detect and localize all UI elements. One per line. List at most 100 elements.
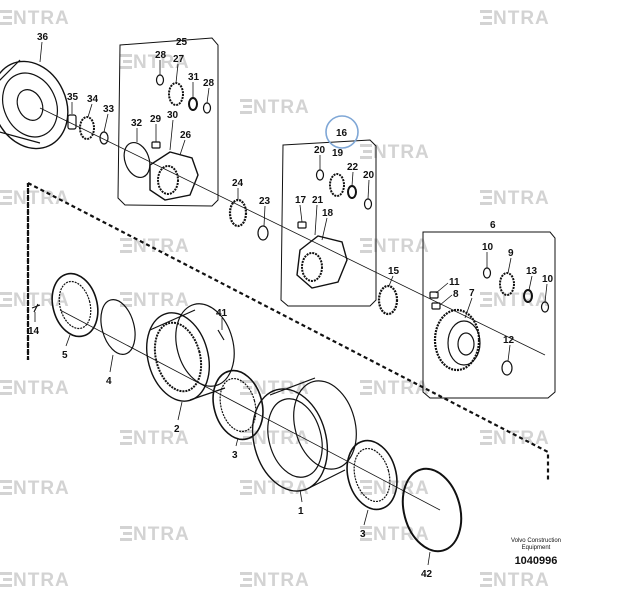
watermark-e-glyph — [0, 292, 12, 307]
watermark-e-glyph — [480, 572, 492, 587]
label-14[interactable]: 14 — [28, 326, 40, 337]
drawing-code: 1040996 — [514, 555, 558, 567]
watermark-e-glyph — [360, 480, 372, 495]
label-3b[interactable]: 3 — [360, 529, 366, 540]
label-30[interactable]: 30 — [167, 110, 179, 121]
part-9-gear — [499, 272, 515, 296]
box-25 — [117, 37, 219, 207]
label-8[interactable]: 8 — [453, 289, 459, 300]
label-6[interactable]: 6 — [490, 220, 496, 231]
highlight-circle-16[interactable] — [325, 115, 359, 149]
part-1-hub — [252, 377, 357, 492]
label-7[interactable]: 7 — [469, 288, 475, 299]
label-42[interactable]: 42 — [421, 569, 433, 580]
part-20-washer-b — [363, 198, 373, 210]
label-26[interactable]: 26 — [180, 130, 192, 141]
watermark-e-glyph — [0, 572, 12, 587]
box-16 — [280, 139, 377, 307]
label-9[interactable]: 9 — [508, 248, 514, 259]
part-8-pin — [431, 302, 441, 310]
label-35[interactable]: 35 — [67, 92, 79, 103]
brand-line-1: Volvo Construction — [510, 538, 561, 544]
part-26-carrier — [149, 151, 199, 201]
part-14-pin — [31, 303, 41, 313]
watermark-text: NTRA — [120, 290, 190, 312]
watermark-e-glyph — [480, 10, 492, 25]
part-31-bearing — [188, 97, 198, 111]
watermark-e-glyph — [0, 10, 12, 25]
watermark-text: NTRA — [240, 97, 310, 119]
label-41[interactable]: 41 — [216, 308, 228, 319]
watermark-text: NTRA — [360, 236, 430, 258]
watermark-e-glyph — [360, 380, 372, 395]
footer-credit: Volvo Construction Equipment 1040996 — [511, 538, 561, 567]
label-28a[interactable]: 28 — [155, 50, 167, 61]
label-34[interactable]: 34 — [87, 94, 99, 105]
watermark-text: NTRA — [480, 290, 550, 312]
part-19-gear — [329, 173, 345, 197]
label-11[interactable]: 11 — [449, 277, 460, 288]
label-1[interactable]: 1 — [298, 506, 304, 517]
watermark-e-glyph — [240, 480, 252, 495]
leader-lines — [34, 41, 548, 566]
box-6 — [422, 231, 556, 399]
watermark-e-glyph — [240, 380, 252, 395]
label-22[interactable]: 22 — [347, 162, 359, 173]
label-23[interactable]: 23 — [259, 196, 271, 207]
label-31[interactable]: 31 — [188, 72, 200, 83]
watermark-e-glyph — [480, 190, 492, 205]
label-24[interactable]: 24 — [232, 178, 244, 189]
part-15-gear — [377, 284, 399, 316]
watermark-e-glyph — [360, 238, 372, 253]
label-5[interactable]: 5 — [62, 350, 68, 361]
watermark-e-glyph — [240, 99, 252, 114]
part-labels: 36 25 28 27 31 28 35 34 33 32 29 30 26 2… — [28, 32, 554, 580]
label-27[interactable]: 27 — [173, 54, 185, 65]
watermark-text: NTRA — [480, 8, 550, 30]
label-28b[interactable]: 28 — [203, 78, 215, 89]
part-29-pin — [151, 141, 161, 149]
label-10b[interactable]: 10 — [542, 274, 554, 285]
label-18[interactable]: 18 — [322, 208, 334, 219]
part-13-bearing — [523, 289, 533, 303]
watermark-e-glyph — [120, 238, 132, 253]
part-20-washer-a — [315, 169, 325, 181]
label-20b[interactable]: 20 — [363, 170, 375, 181]
watermark-e-glyph — [0, 480, 12, 495]
watermark-e-glyph — [0, 380, 12, 395]
watermark-text: NTRA — [120, 428, 190, 450]
label-32[interactable]: 32 — [131, 118, 143, 129]
watermark-e-glyph — [480, 430, 492, 445]
label-36[interactable]: 36 — [37, 32, 49, 43]
part-10-washer-b — [540, 301, 550, 313]
watermark-text: NTRA — [480, 570, 550, 592]
label-4[interactable]: 4 — [106, 376, 112, 387]
watermark-text: NTRA — [120, 524, 190, 546]
label-19[interactable]: 19 — [332, 148, 344, 159]
label-2[interactable]: 2 — [174, 424, 180, 435]
watermark-e-glyph — [0, 190, 12, 205]
label-21[interactable]: 21 — [312, 195, 324, 206]
label-17[interactable]: 17 — [295, 195, 307, 206]
label-20a[interactable]: 20 — [314, 145, 326, 156]
watermark-text: NTRA — [0, 378, 70, 400]
watermark-e-glyph — [480, 292, 492, 307]
label-29[interactable]: 29 — [150, 114, 162, 125]
axis-line-upper — [39, 107, 546, 356]
part-42-seal — [401, 467, 463, 553]
label-16[interactable]: 16 — [336, 128, 348, 139]
label-13[interactable]: 13 — [526, 266, 538, 277]
part-35-pin — [67, 114, 77, 130]
label-15[interactable]: 15 — [388, 266, 400, 277]
part-3-bearing-b — [346, 439, 398, 511]
part-18-carrier — [296, 235, 348, 289]
label-10a[interactable]: 10 — [482, 242, 494, 253]
label-25[interactable]: 25 — [176, 37, 188, 48]
label-3a[interactable]: 3 — [232, 450, 238, 461]
label-12[interactable]: 12 — [503, 335, 515, 346]
watermark-text: NTRA — [120, 236, 190, 258]
watermark-text: NTRA — [360, 142, 430, 164]
label-33[interactable]: 33 — [103, 104, 115, 115]
